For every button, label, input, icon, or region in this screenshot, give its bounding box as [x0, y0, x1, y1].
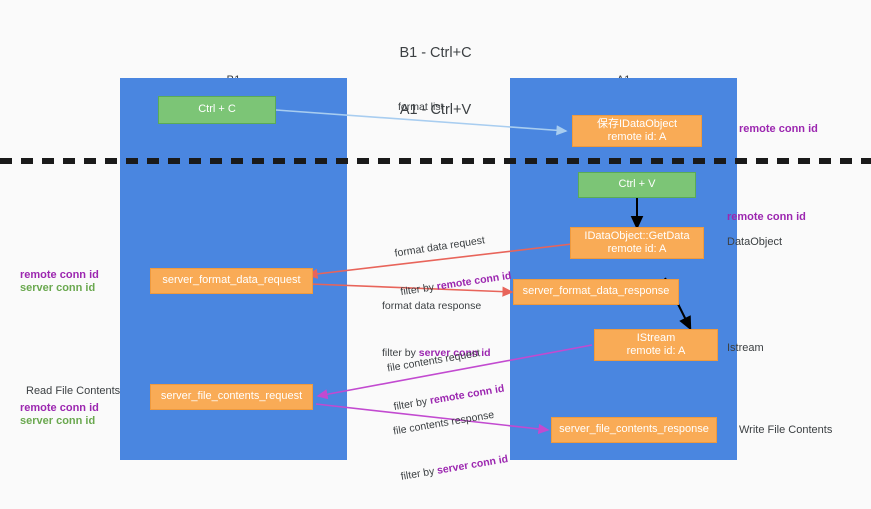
side-label-left-bottom-server-conn-id: server conn id [20, 415, 96, 427]
side-label-right-remote-conn-id-mid: remote conn id [727, 211, 806, 223]
filter-by-prefix-4: filter by [399, 464, 439, 483]
title-line-1: B1 - Ctrl+C [399, 45, 472, 61]
box-ctrl-v[interactable]: Ctrl + V [578, 172, 696, 198]
side-label-istream: Istream [727, 342, 764, 354]
label-file-contents-response-line1: file contents response [392, 408, 496, 438]
side-label-left-server-conn-id: server conn id [20, 282, 96, 294]
box-ctrl-c[interactable]: Ctrl + C [158, 96, 276, 124]
box-idataobject-getdata[interactable]: IDataObject::GetData remote id: A [570, 227, 704, 259]
label-file-contents-request-line1: file contents request [386, 347, 481, 375]
label-format-list: format list [398, 101, 444, 113]
box-server-format-data-request[interactable]: server_format_data_request [150, 268, 313, 294]
side-label-left-bottom-remote-conn-id: remote conn id [20, 402, 99, 414]
label-file-contents-response: file contents response filter by server … [388, 382, 513, 509]
side-label-write-file-contents: Write File Contents [739, 424, 833, 436]
label-format-data-response-line2: filter by server conn id [382, 347, 491, 360]
side-label-right-remote-conn-id-top: remote conn id [739, 123, 818, 135]
box-server-file-contents-request[interactable]: server_file_contents_request [150, 384, 313, 410]
label-format-data-response: format data response filter by server co… [382, 274, 491, 386]
side-label-dataobject: DataObject [727, 236, 783, 248]
filter-key-server-conn-id-2: server conn id [436, 453, 509, 477]
box-istream[interactable]: IStream remote id: A [594, 329, 718, 361]
phase-divider [0, 158, 871, 164]
box-server-file-contents-response[interactable]: server_file_contents_response [551, 417, 717, 443]
filter-key-server-conn-id: server conn id [418, 347, 491, 359]
diagram-canvas: B1 - Ctrl+C A1 - Ctrl+V B1 connection A1… [0, 45, 871, 483]
box-server-format-data-response[interactable]: server_format_data_response [513, 279, 679, 305]
filter-by-prefix-2: filter by [382, 347, 419, 359]
label-format-data-request-line1: format data request [393, 234, 486, 260]
label-format-data-response-line1: format data response [382, 300, 482, 312]
side-label-read-file-contents: Read File Contents [26, 385, 121, 397]
box-save-idataobject[interactable]: 保存IDataObject remote id: A [572, 115, 702, 147]
label-file-contents-response-line2: filter by server conn id [400, 453, 509, 484]
side-label-left-remote-conn-id: remote conn id [20, 269, 99, 281]
